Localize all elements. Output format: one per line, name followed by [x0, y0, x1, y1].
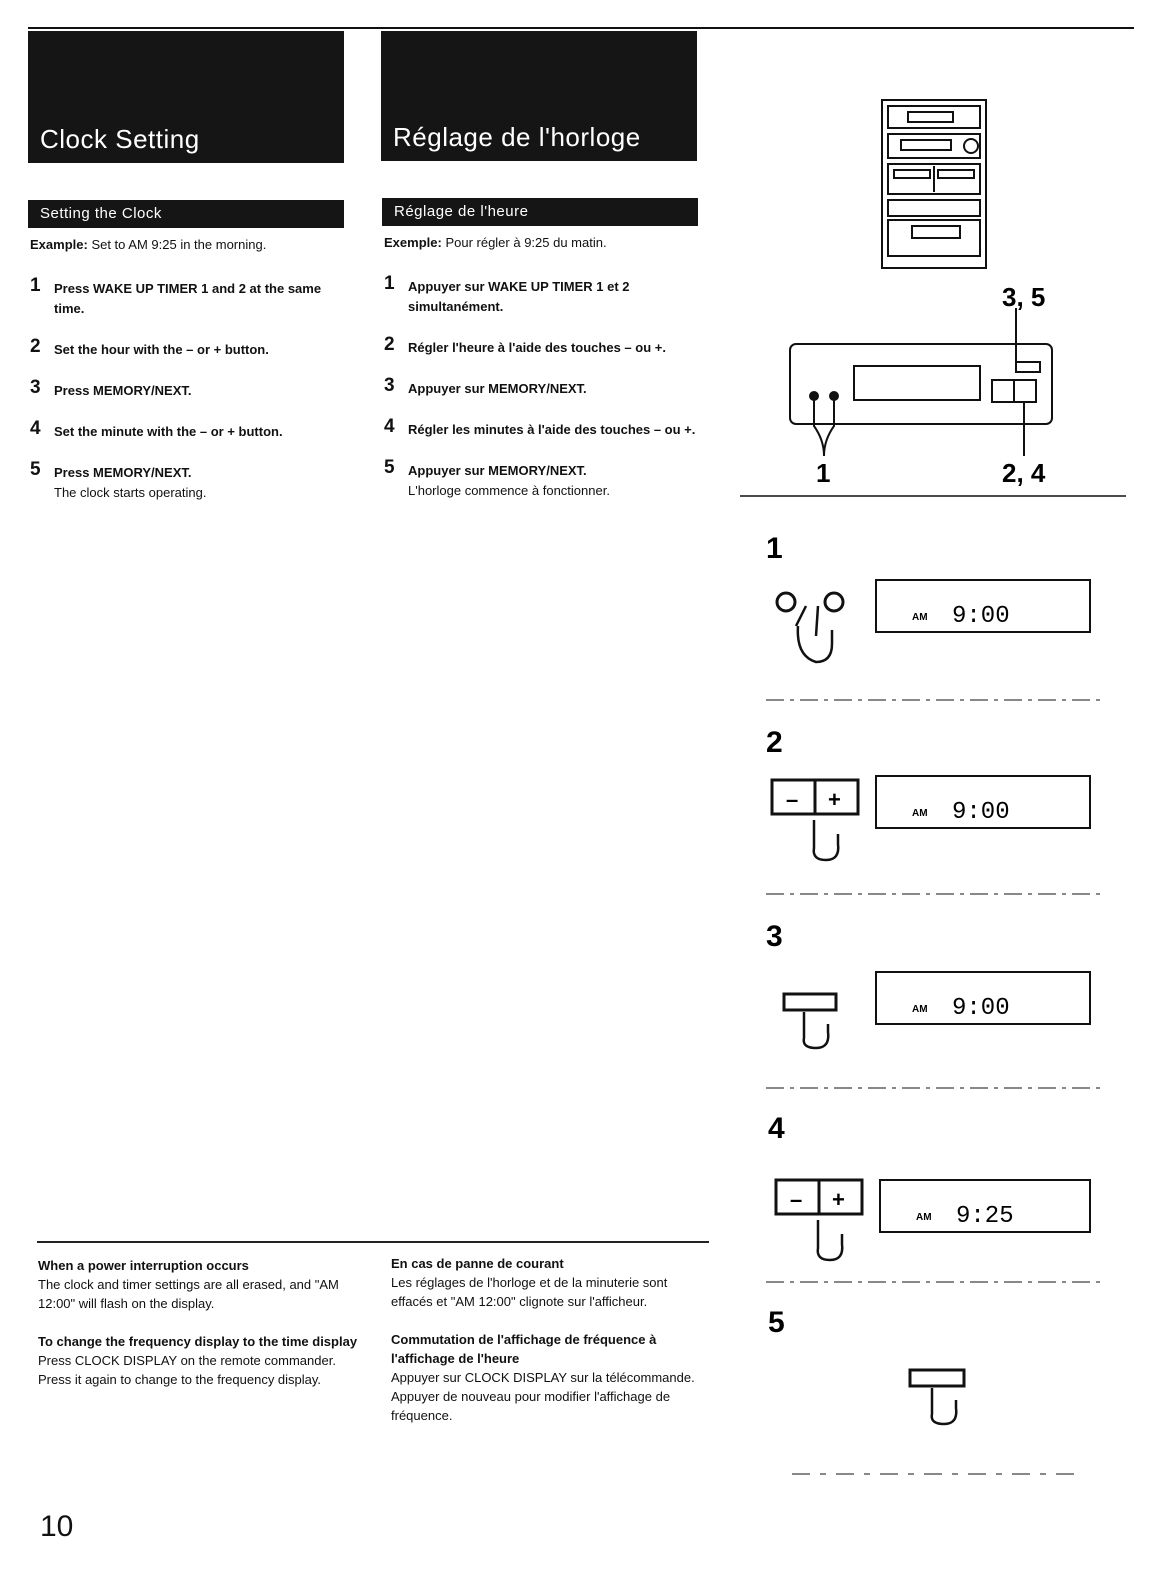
- step-text: Set the minute with the – or + button.: [54, 424, 283, 439]
- french-example-label: Exemple:: [384, 235, 442, 250]
- english-banner: Clock Setting: [28, 31, 344, 163]
- display-am: AM: [912, 808, 928, 819]
- minus-plus-buttons-icon: – +: [774, 1178, 864, 1262]
- plus-button-label: +: [828, 787, 841, 812]
- note-heading: Commutation de l'affichage de fréquence …: [391, 1332, 657, 1366]
- english-banner-title: Clock Setting: [40, 124, 200, 154]
- notes-rule: [37, 1241, 709, 1243]
- display-frame: [875, 775, 1091, 829]
- memory-next-button-icon: [908, 1368, 966, 1426]
- figure-step-1-label: 1: [766, 532, 783, 565]
- french-step: 3 Appuyer sur MEMORY/NEXT.: [384, 375, 702, 399]
- english-step: 1 Press WAKE UP TIMER 1 and 2 at the same…: [30, 275, 335, 319]
- french-step: 2 Régler l'heure à l'aide des touches – o…: [384, 334, 702, 358]
- display-am: AM: [912, 612, 928, 623]
- step-number: 3: [384, 375, 395, 396]
- english-note: To change the frequency display to the t…: [38, 1332, 358, 1389]
- minus-button-label: –: [790, 1187, 802, 1212]
- english-steps: 1 Press WAKE UP TIMER 1 and 2 at the same…: [30, 275, 335, 524]
- display-time-minute-blinking: 9:00: [952, 995, 1010, 1022]
- step-number: 1: [384, 273, 395, 294]
- figure-step-2-label: 2: [766, 726, 783, 759]
- display-time-hour-blinking: 9:00: [952, 603, 1010, 630]
- english-step: 4 Set the minute with the – or + button.: [30, 418, 335, 442]
- french-example: Exemple: Pour régler à 9:25 du matin.: [384, 235, 607, 250]
- step-text: Appuyer sur MEMORY/NEXT.: [408, 381, 587, 396]
- stereo-system-icon: [881, 99, 987, 269]
- french-steps: 1 Appuyer sur WAKE UP TIMER 1 et 2 simult…: [384, 273, 702, 522]
- french-note: Commutation de l'affichage de fréquence …: [391, 1330, 706, 1425]
- english-step: 5 Press MEMORY/NEXT. The clock starts oper…: [30, 459, 335, 503]
- main-unit-panel: [789, 308, 1053, 457]
- minus-button-label: –: [786, 787, 798, 812]
- callout-memory-next: 3, 5: [1002, 282, 1045, 312]
- finger-pointer-icon: [812, 820, 840, 862]
- note-body: Press CLOCK DISPLAY on the remote comman…: [38, 1353, 336, 1387]
- plus-button-label: +: [832, 1187, 845, 1212]
- display-frame: [879, 1179, 1091, 1233]
- note-heading: When a power interruption occurs: [38, 1258, 249, 1273]
- step-number: 3: [30, 377, 41, 398]
- display-time-minute-blinking: 9:25: [956, 1203, 1014, 1230]
- english-example-label: Example:: [30, 237, 88, 252]
- french-banner: Réglage de l'horloge: [381, 31, 697, 161]
- step-subtext: The clock starts operating.: [54, 485, 207, 500]
- display-am: AM: [912, 1004, 928, 1015]
- step-text: Set the hour with the – or + button.: [54, 342, 269, 357]
- step-number: 4: [384, 416, 395, 437]
- display-am: AM: [916, 1212, 932, 1223]
- figure-step-4-label: 4: [768, 1112, 785, 1145]
- clock-setting-illustration: 3, 5 1 2, 4 1 AM 9:00 2 – + AM 9:00 3 AM…: [740, 99, 1126, 1475]
- english-section-title: Setting the Clock: [28, 200, 344, 228]
- callout-wake-up-timer: 1: [816, 458, 830, 488]
- step-number: 5: [384, 457, 395, 478]
- english-step: 2 Set the hour with the – or + button.: [30, 336, 335, 360]
- french-banner-title: Réglage de l'horloge: [393, 122, 641, 152]
- wake-up-timer-buttons-icon: [775, 591, 845, 664]
- step-number: 5: [30, 459, 41, 480]
- french-section-title: Réglage de l'heure: [382, 198, 698, 226]
- note-body: The clock and timer settings are all era…: [38, 1277, 339, 1311]
- step-text: Appuyer sur WAKE UP TIMER 1 et 2 simulta…: [408, 279, 630, 314]
- display-frame: [875, 579, 1091, 633]
- memory-next-button-icon: [782, 992, 838, 1050]
- step-number: 4: [30, 418, 41, 439]
- english-step: 3 Press MEMORY/NEXT.: [30, 377, 335, 401]
- step-number: 2: [384, 334, 395, 355]
- minus-plus-buttons-icon: – +: [770, 778, 860, 862]
- callout-plus-minus: 2, 4: [1002, 458, 1046, 488]
- step-subtext: L'horloge commence à fonctionner.: [408, 483, 610, 498]
- display-time-hour-blinking: 9:00: [952, 799, 1010, 826]
- english-example-text: Set to AM 9:25 in the morning.: [91, 237, 267, 252]
- note-body: Les réglages de l'horloge et de la minut…: [391, 1275, 668, 1309]
- french-step: 4 Régler les minutes à l'aide des touches…: [384, 416, 702, 440]
- step-text: Appuyer sur MEMORY/NEXT.: [408, 463, 587, 478]
- english-example: Example: Set to AM 9:25 in the morning.: [30, 237, 266, 252]
- note-heading: En cas de panne de courant: [391, 1256, 564, 1271]
- note-body: Appuyer sur CLOCK DISPLAY sur la télécom…: [391, 1370, 695, 1423]
- page-number: 10: [40, 1510, 74, 1543]
- display-frame: [875, 971, 1091, 1025]
- step-text: Press MEMORY/NEXT.: [54, 383, 192, 398]
- french-example-text: Pour régler à 9:25 du matin.: [445, 235, 607, 250]
- step-number: 2: [30, 336, 41, 357]
- french-step: 5 Appuyer sur MEMORY/NEXT. L'horloge comme…: [384, 457, 702, 501]
- step-text: Press MEMORY/NEXT.: [54, 465, 192, 480]
- step-number: 1: [30, 275, 41, 296]
- figure-step-3-label: 3: [766, 920, 783, 953]
- step-text: Régler l'heure à l'aide des touches – ou…: [408, 340, 666, 355]
- figure-step-5-label: 5: [768, 1306, 785, 1339]
- finger-pointer-icon: [816, 1220, 844, 1262]
- step-text: Press WAKE UP TIMER 1 and 2 at the same …: [54, 281, 322, 316]
- french-step: 1 Appuyer sur WAKE UP TIMER 1 et 2 simult…: [384, 273, 702, 317]
- step-text: Régler les minutes à l'aide des touches …: [408, 422, 696, 437]
- note-heading: To change the frequency display to the t…: [38, 1334, 358, 1349]
- top-rule: [28, 27, 1134, 29]
